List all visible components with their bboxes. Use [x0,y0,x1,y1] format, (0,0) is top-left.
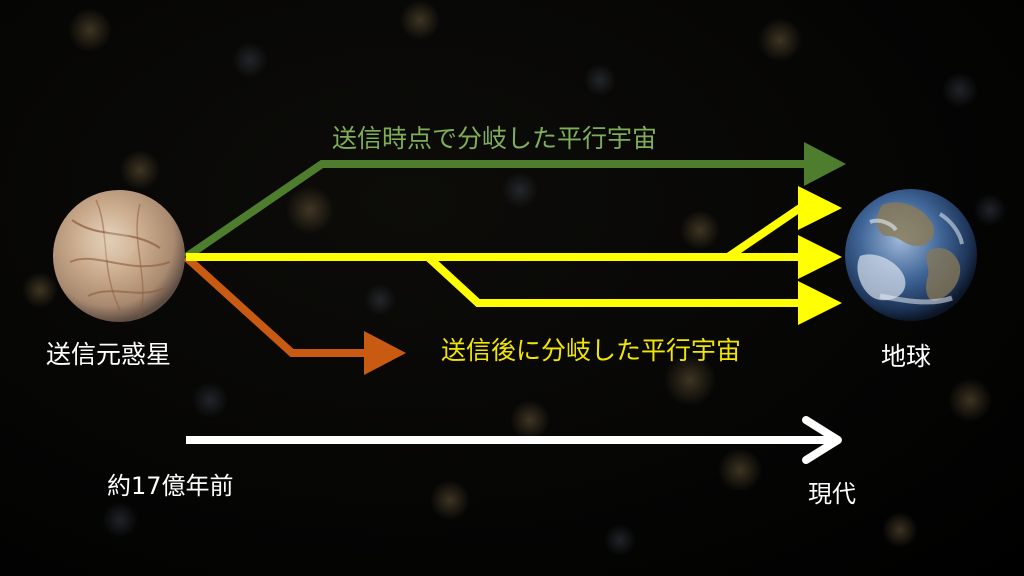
green-branch-arrow [183,142,846,261]
label-earth: 地球 [881,342,932,371]
europa-like-planet-icon [53,190,185,322]
timeline-arrow [186,416,842,464]
yellow-branch-arrows [186,186,842,325]
label-branch-at-send: 送信時点で分岐した平行宇宙 [332,124,658,153]
orange-branch-arrow [183,254,406,375]
label-timeline-present: 現代 [808,480,856,508]
earth-globe-icon [845,189,977,321]
label-source-planet: 送信元惑星 [46,340,172,369]
label-branch-after-send: 送信後に分岐した平行宇宙 [441,336,742,365]
label-timeline-past: 約17億年前 [107,472,234,500]
